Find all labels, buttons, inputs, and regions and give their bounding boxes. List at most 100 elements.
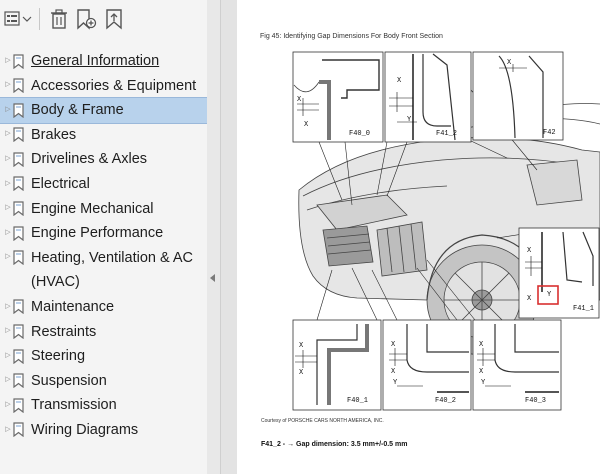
bookmark-label: Suspension [31,372,107,389]
bookmark-item[interactable]: ▷ Restraints [0,320,207,345]
bookmark-item[interactable]: ▷ Suspension [0,369,207,394]
bookmark-icon [12,98,26,122]
expand-arrow-icon[interactable]: ▷ [5,155,11,163]
document-view: Fig 45: Identifying Gap Dimensions For B… [221,0,600,474]
bookmark-label: Steering [31,348,86,365]
bookmark-icon [12,197,26,221]
expand-arrow-icon[interactable]: ▷ [5,327,11,335]
options-list-icon[interactable] [3,6,33,32]
expand-arrow-icon[interactable]: ▷ [5,376,11,384]
expand-arrow-icon[interactable]: ▷ [5,228,11,236]
document-page: Fig 45: Identifying Gap Dimensions For B… [237,0,600,474]
detail-panel-f40-3: X X Y F40_3 [472,319,562,411]
axis-x-label: X [304,121,309,129]
bookmark-label: Accessories & Equipment [31,77,197,94]
expand-arrow-icon[interactable]: ▷ [5,253,11,261]
courtesy-note: Courtesy of PORSCHE CARS NORTH AMERICA, … [261,418,384,424]
bookmark-label: Body & Frame [31,102,124,119]
bookmark-label: Maintenance [31,298,115,315]
panel-splitter[interactable] [207,0,221,474]
bookmark-label: Restraints [31,323,97,340]
bookmark-icon [12,147,26,171]
bookmark-item[interactable]: ▷ Drivelines & Axles [0,147,207,172]
axis-x-label: X [297,96,302,104]
detail-panel-f40-0: X X F40_0 [292,51,384,143]
bookmark-label: Wiring Diagrams [31,421,139,438]
bookmark-label: Heating, Ventilation & AC (HVAC) [31,249,194,291]
expand-arrow-icon[interactable]: ▷ [5,130,11,138]
expand-arrow-icon[interactable]: ▷ [5,179,11,187]
panel-label-f41-2: F41_2 [436,130,457,138]
axis-y-label: Y [481,379,486,387]
bookmark-item[interactable]: ▷ Maintenance [0,295,207,320]
axis-x-label: X [527,295,532,303]
toolbar-separator [39,8,40,30]
detail-panel-f40-2: X X Y F40_2 [382,319,472,411]
bookmark-item[interactable]: ▷ Electrical [0,172,207,197]
bookmark-icon [12,49,26,73]
bookmark-label: Drivelines & Axles [31,151,148,168]
bookmark-item[interactable]: ▷Transmission [0,393,207,418]
panel-label-f41-1: F41_1 [573,305,594,313]
axis-x-label: X [397,77,402,85]
expand-arrow-icon[interactable]: ▷ [5,204,11,212]
axis-x-label: X [479,368,484,376]
bookmark-item[interactable]: ▷ Steering [0,344,207,369]
bookmark-item[interactable]: ▷ Heating, Ventilation & AC (HVAC) [0,246,207,295]
bookmark-icon [12,369,26,393]
trash-icon[interactable] [48,6,70,32]
bookmark-icon [12,295,26,319]
axis-y-label: Y [547,291,552,299]
bookmarks-toolbar [0,0,207,38]
panel-label-f40-3: F40_3 [525,397,546,405]
expand-arrow-icon[interactable]: ▷ [5,105,11,113]
bookmark-label: Brakes [31,126,77,143]
bookmark-icon [12,123,26,147]
bookmark-item[interactable]: ▷ Engine Mechanical [0,197,207,222]
bookmark-item[interactable]: ▷ Engine Performance [0,221,207,246]
expand-arrow-icon[interactable]: ▷ [5,425,11,433]
bookmark-item[interactable]: ▷ Brakes [0,123,207,148]
bookmark-icon [12,418,26,442]
expand-arrow-icon[interactable]: ▷ [5,351,11,359]
bookmark-list: ▷ General Information ▷ Accessories & Equip… [0,49,207,443]
panel-label-f42: F42 [543,129,556,137]
figure-caption: Fig 45: Identifying Gap Dimensions For B… [260,33,443,40]
bookmark-item[interactable]: ▷ Body & Frame [0,97,207,124]
axis-x-label: X [479,341,484,349]
axis-y-label: Y [407,116,412,124]
find-bookmark-icon[interactable] [102,6,126,32]
detail-panel-f42: X F42 [472,51,564,141]
panel-label-f40-0: F40_0 [349,130,370,138]
bookmark-item[interactable]: ▷ Wiring Diagrams [0,418,207,443]
axis-x-label: X [527,247,532,255]
highlight-box [537,285,559,305]
expand-arrow-icon[interactable]: ▷ [5,81,11,89]
expand-arrow-icon[interactable]: ▷ [5,302,11,310]
panel-label-f40-2: F40_2 [435,397,456,405]
bookmark-label: General Information [31,53,160,69]
new-bookmark-icon[interactable] [74,6,98,32]
bookmark-item[interactable]: ▷ General Information [0,49,207,74]
collapse-arrow-icon[interactable] [210,274,215,282]
gap-dimension-note: F41_2 - → Gap dimension: 3.5 mm+/-0.5 mm [261,441,408,448]
bookmark-icon [12,320,26,344]
bookmark-item[interactable]: ▷ Accessories & Equipment [0,74,207,99]
expand-arrow-icon[interactable]: ▷ [5,56,11,64]
axis-x-label: X [299,369,304,377]
axis-x-label: X [507,59,512,67]
detail-panel-f41-2: X Y F41_2 [384,51,472,143]
bookmark-label: Electrical [31,175,90,192]
bookmark-label: Engine Performance [31,225,164,242]
detail-panel-f41-1: X X Y F41_1 [518,227,600,319]
bookmark-label: Engine Mechanical [31,200,154,217]
bookmark-icon [12,393,26,417]
bookmark-icon [12,172,26,196]
bookmark-icon [12,221,26,245]
detail-panel-f40-1: X X F40_1 [292,319,382,411]
gap-dimensions-figure: X X F40_0 X Y F41_2 [292,51,600,411]
bookmark-icon [12,344,26,368]
axis-y-label: Y [393,379,398,387]
expand-arrow-icon[interactable]: ▷ [5,401,11,409]
bookmark-icon [12,246,26,270]
